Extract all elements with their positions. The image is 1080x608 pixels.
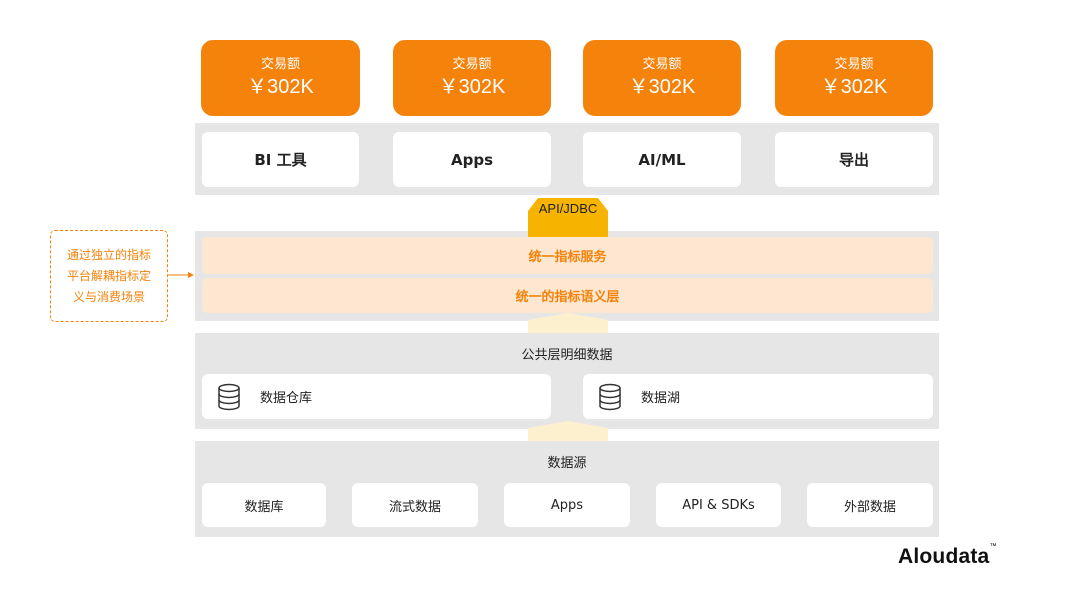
up-arrow-icon <box>528 421 608 441</box>
source-label: 数据库 <box>244 499 284 515</box>
metric-service-row: 统一指标服务 <box>202 237 933 274</box>
source-label: 流式数据 <box>388 499 441 515</box>
data-sources-title-text: 数据源 <box>547 455 587 471</box>
consumer-apps: Apps <box>393 132 551 187</box>
metric-label: 交易额 <box>260 57 300 72</box>
store-label: 数据仓库 <box>260 391 313 406</box>
brand-tm: ™ <box>989 543 997 550</box>
metric-service-label: 统一指标服务 <box>528 250 607 265</box>
metric-value: ￥302K <box>820 76 888 98</box>
consumer-label: BI 工具 <box>254 151 307 169</box>
source-database: 数据库 <box>202 483 326 527</box>
consumer-ai-ml: AI/ML <box>583 132 741 187</box>
database-icon <box>599 383 621 410</box>
consumer-bi-tool: BI 工具 <box>202 132 359 187</box>
source-label: 外部数据 <box>843 499 896 515</box>
source-api-sdks: API & SDKs <box>656 483 781 527</box>
consumer-label: AI/ML <box>638 150 686 169</box>
side-note-line: 通过独立的指标 <box>66 247 151 262</box>
metric-label: 交易额 <box>452 57 492 72</box>
note-arrow-icon <box>168 272 194 278</box>
consumer-label: 导出 <box>838 151 869 169</box>
metric-card-1: 交易额 ￥302K <box>201 40 360 116</box>
up-arrow-icon <box>528 313 608 333</box>
database-icon <box>218 383 240 410</box>
metric-value: ￥302K <box>628 76 696 98</box>
metric-value: ￥302K <box>247 76 314 98</box>
api-badge: API/JDBC <box>528 199 608 235</box>
api-badge-label: API/JDBC <box>538 201 598 216</box>
source-label: Apps <box>550 497 584 513</box>
metric-card-2: 交易额 ￥302K <box>393 40 551 116</box>
metric-card-4: 交易额 ￥302K <box>775 40 933 116</box>
public-layer-title: 公共层明细数据 <box>195 340 939 366</box>
metric-card-3: 交易额 ￥302K <box>583 40 741 116</box>
source-streaming: 流式数据 <box>352 483 478 527</box>
side-note-line: 义与消费场景 <box>72 289 145 304</box>
store-label: 数据湖 <box>641 391 681 406</box>
source-external: 外部数据 <box>807 483 933 527</box>
side-note: 通过独立的指标 平台解耦指标定 义与消费场景 <box>50 230 168 322</box>
metric-value: ￥302K <box>438 76 506 98</box>
source-apps: Apps <box>504 483 630 527</box>
consumer-export: 导出 <box>775 132 933 187</box>
semantic-layer-label: 统一的指标语义层 <box>515 290 620 305</box>
api-badge-shape <box>528 198 608 238</box>
metric-label: 交易额 <box>642 57 682 72</box>
public-layer-title-text: 公共层明细数据 <box>521 347 613 363</box>
brand-name: Aloudata <box>898 545 990 568</box>
metric-label: 交易额 <box>834 57 874 72</box>
consumer-label: Apps <box>450 150 493 169</box>
side-note-line: 平台解耦指标定 <box>66 268 151 283</box>
semantic-layer-row: 统一的指标语义层 <box>202 278 933 313</box>
data-sources-title: 数据源 <box>195 448 939 474</box>
store-data-warehouse: 数据仓库 <box>202 374 551 419</box>
store-data-lake: 数据湖 <box>583 374 933 419</box>
brand-logo: Aloudata™ <box>898 543 1018 575</box>
source-label: API & SDKs <box>682 497 755 513</box>
